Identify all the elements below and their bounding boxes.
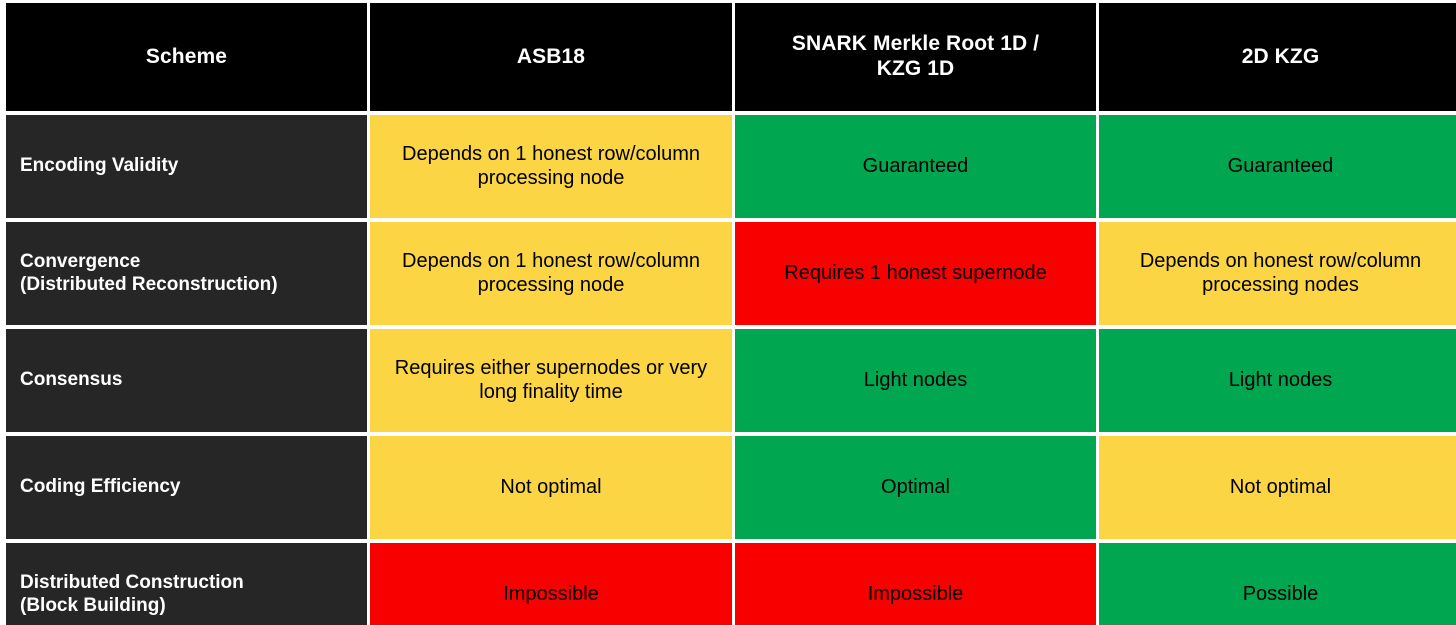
cell-text: Requires 1 honest supernode [784, 261, 1047, 284]
cell-coding-efficiency-asb18: Not optimal [370, 436, 732, 539]
column-header-snark-label: SNARK Merkle Root 1D /KZG 1D [791, 32, 1040, 80]
cell-coding-efficiency-2d-kzg: Not optimal [1099, 436, 1456, 539]
column-header-snark-merkle-root-1d-kzg-1d: SNARK Merkle Root 1D /KZG 1D [735, 3, 1096, 111]
cell-encoding-validity-2d-kzg: Guaranteed [1099, 115, 1456, 218]
cell-consensus-snark: Light nodes [735, 329, 1096, 432]
scheme-comparison-table: Scheme ASB18 SNARK Merkle Root 1D /KZG 1… [3, 0, 1456, 625]
row-label-text: Encoding Validity [20, 155, 179, 177]
row-label-text: Distributed Construction(Block Building) [20, 572, 244, 616]
cell-text: Not optimal [1229, 475, 1332, 498]
cell-convergence-2d-kzg: Depends on honest row/column processing … [1099, 222, 1456, 325]
cell-text: Depends on 1 honest row/column processin… [402, 142, 700, 189]
cell-text: Depends on honest row/column processing … [1139, 249, 1422, 296]
cell-consensus-asb18: Requires either supernodes or very long … [370, 329, 732, 432]
row-label-distributed-construction: Distributed Construction(Block Building) [6, 543, 367, 625]
table-header: Scheme ASB18 SNARK Merkle Root 1D /KZG 1… [6, 3, 1456, 111]
cell-convergence-snark: Requires 1 honest supernode [735, 222, 1096, 325]
column-header-asb18-label: ASB18 [516, 44, 586, 68]
table-row: Distributed Construction(Block Building)… [6, 543, 1456, 625]
column-header-asb18: ASB18 [370, 3, 732, 111]
cell-text: Not optimal [500, 475, 602, 498]
cell-text: Guaranteed [862, 154, 969, 177]
cell-text: Possible [1242, 582, 1319, 605]
cell-text: Impossible [867, 582, 964, 605]
cell-convergence-asb18: Depends on 1 honest row/column processin… [370, 222, 732, 325]
cell-coding-efficiency-snark: Optimal [735, 436, 1096, 539]
column-header-scheme: Scheme [6, 3, 367, 111]
cell-encoding-validity-asb18: Depends on 1 honest row/column processin… [370, 115, 732, 218]
table-row: Encoding Validity Depends on 1 honest ro… [6, 115, 1456, 218]
table-row: Coding Efficiency Not optimal Optimal No… [6, 436, 1456, 539]
row-label-convergence: Convergence(Distributed Reconstruction) [6, 222, 367, 325]
row-label-text: Convergence(Distributed Reconstruction) [20, 251, 278, 295]
row-label-coding-efficiency: Coding Efficiency [6, 436, 367, 539]
row-label-text: Coding Efficiency [20, 476, 181, 498]
cell-text: Guaranteed [1227, 154, 1334, 177]
header-row: Scheme ASB18 SNARK Merkle Root 1D /KZG 1… [6, 3, 1456, 111]
cell-distributed-construction-asb18: Impossible [370, 543, 732, 625]
cell-text: Light nodes [1228, 368, 1333, 391]
cell-distributed-construction-snark: Impossible [735, 543, 1096, 625]
cell-consensus-2d-kzg: Light nodes [1099, 329, 1456, 432]
cell-text: Requires either supernodes or very long … [394, 356, 708, 403]
column-header-2d-kzg-label: 2D KZG [1241, 44, 1320, 68]
cell-text: Impossible [503, 582, 599, 605]
column-header-scheme-label: Scheme [145, 44, 228, 68]
cell-distributed-construction-2d-kzg: Possible [1099, 543, 1456, 625]
row-label-encoding-validity: Encoding Validity [6, 115, 367, 218]
table-row: Consensus Requires either supernodes or … [6, 329, 1456, 432]
cell-text: Optimal [881, 475, 950, 498]
table-body: Encoding Validity Depends on 1 honest ro… [6, 115, 1456, 625]
cell-text: Depends on 1 honest row/column processin… [402, 249, 700, 296]
row-label-text: Consensus [20, 369, 123, 391]
cell-encoding-validity-snark: Guaranteed [735, 115, 1096, 218]
table-row: Convergence(Distributed Reconstruction) … [6, 222, 1456, 325]
row-label-consensus: Consensus [6, 329, 367, 432]
cell-text: Light nodes [863, 368, 968, 391]
column-header-2d-kzg: 2D KZG [1099, 3, 1456, 111]
